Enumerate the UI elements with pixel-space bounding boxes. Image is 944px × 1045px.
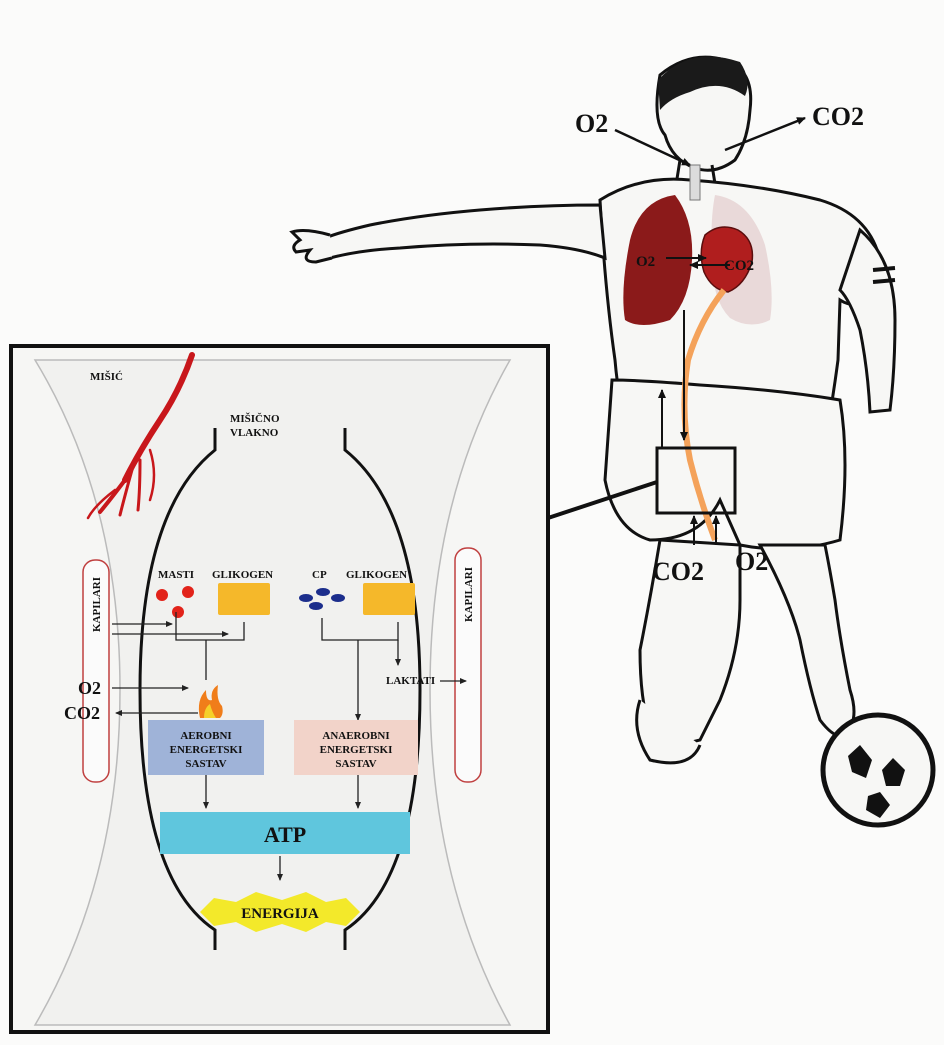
glikogen-left-label: GLIKOGEN <box>212 569 273 581</box>
glikogen-right-label: GLIKOGEN <box>346 569 407 581</box>
leg-co2-label: CO2 <box>652 557 704 586</box>
aerobni-label-1: AEROBNI <box>180 730 231 742</box>
misic-label: MIŠIĆ <box>90 370 123 383</box>
player-co2-out-label: CO2 <box>812 102 864 131</box>
leg-o2-label: O2 <box>735 547 768 576</box>
anaerobni-label-2: ENERGETSKI <box>320 744 393 756</box>
laktati-label: LAKTATI <box>386 675 435 687</box>
energija-label: ENERGIJA <box>241 906 319 922</box>
aerobni-label-2: ENERGETSKI <box>170 744 243 756</box>
ball-icon <box>823 715 933 825</box>
vlakno-label-1: MIŠIČNO <box>230 412 280 425</box>
player-o2-in-label: O2 <box>575 109 608 138</box>
panel-co2-label: CO2 <box>64 703 100 723</box>
aerobni-label-3: SASTAV <box>185 758 226 770</box>
glycogen-grid-icon-right <box>363 583 415 615</box>
cp-label: CP <box>312 569 327 581</box>
kapilari-left-label: KAPILARI <box>91 577 103 632</box>
glycogen-grid-icon <box>218 583 270 615</box>
kapilari-right-label: KAPILARI <box>463 567 475 622</box>
vlakno-label-2: VLAKNO <box>230 427 279 439</box>
heart-o2-label: O2 <box>636 254 655 270</box>
anaerobni-label-3: SASTAV <box>335 758 376 770</box>
masti-label: MASTI <box>158 569 194 581</box>
heart-co2-label: CO2 <box>724 258 754 274</box>
atp-label: ATP <box>264 822 306 847</box>
panel-o2-label: O2 <box>78 678 101 698</box>
anaerobni-label-1: ANAEROBNI <box>322 730 389 742</box>
